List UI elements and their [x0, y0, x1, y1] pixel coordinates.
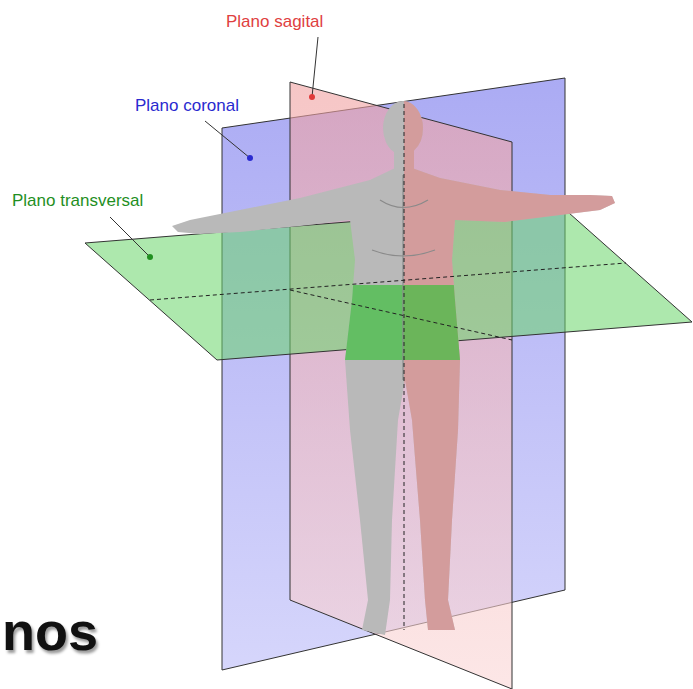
leader-dot	[247, 155, 253, 161]
plane-label: Plano transversal	[12, 191, 143, 211]
leader-dot	[309, 94, 315, 100]
leader-lines	[110, 37, 318, 257]
heading-fragment: nos	[2, 600, 98, 662]
plane-intersections	[150, 104, 626, 630]
plane-label: Plano sagital	[226, 12, 323, 32]
leader-dot	[147, 254, 153, 260]
plane-label: Plano coronal	[135, 96, 239, 116]
